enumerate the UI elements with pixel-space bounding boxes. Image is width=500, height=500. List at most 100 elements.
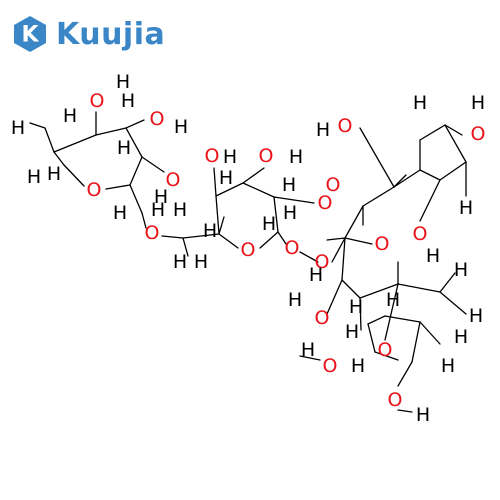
bond-line [359, 283, 399, 299]
bond-line [218, 216, 225, 235]
bond-line [182, 237, 189, 257]
bond-line [393, 174, 407, 188]
hydrogen-atom-label: H [63, 105, 77, 127]
hydrogen-atom-label: H [441, 355, 455, 377]
hydrogen-atom-label: H [219, 167, 233, 189]
oxygen-atom-label: O [150, 108, 165, 130]
bond-line [359, 127, 395, 188]
oxygen-atom-label: O [285, 237, 300, 259]
hydrogen-atom-label: H [282, 174, 296, 196]
hydrogen-atom-label: H [288, 289, 302, 311]
bond-layer [29, 111, 467, 413]
bond-line [359, 297, 362, 331]
hydrogen-atom-label: H [301, 339, 315, 361]
bond-line [215, 182, 244, 197]
brand-logo: K Kuujia [10, 12, 165, 56]
bond-line [273, 196, 279, 233]
hydrogen-atom-label: H [416, 404, 430, 426]
bond-line [367, 323, 376, 353]
bond-line [411, 321, 421, 363]
hydrogen-atom-label: H [426, 245, 440, 267]
hydrogen-atom-label: H [194, 251, 208, 273]
hydrogen-atom-label: H [113, 202, 127, 224]
oxygen-atom-label: O [87, 179, 102, 201]
oxygen-atom-label: O [338, 115, 353, 137]
bond-line [277, 231, 287, 245]
hydrogen-atom-label: H [262, 213, 276, 235]
hydrogen-atom-label: H [173, 199, 187, 221]
hydrogen-atom-label: H [47, 163, 61, 185]
oxygen-atom-label: O [378, 339, 393, 361]
bond-line [129, 156, 143, 186]
hydrogen-atom-label: H [117, 137, 131, 159]
oxygen-atom-label: O [315, 251, 330, 273]
hydrogen-atom-label: H [174, 116, 188, 138]
oxygen-atom-label: O [413, 223, 428, 245]
bond-line [29, 122, 46, 129]
hydrogen-atom-label: H [289, 146, 303, 168]
bond-line [326, 237, 346, 241]
bond-line [341, 237, 346, 281]
kuujia-logo-icon: K [14, 16, 46, 52]
bond-line [53, 151, 65, 166]
bond-line [63, 164, 85, 187]
oxygen-atom-label: O [145, 222, 160, 244]
bond-line [326, 279, 343, 315]
hydrogen-atom-label: H [116, 71, 130, 93]
bond-line [444, 124, 463, 136]
hydrogen-atom-label: H [349, 296, 363, 318]
bond-line [344, 237, 373, 245]
bond-line [341, 279, 361, 299]
hydrogen-atom-label: H [454, 326, 468, 348]
hydrogen-atom-label: H [283, 202, 297, 224]
oxygen-atom-label: O [205, 145, 220, 167]
oxygen-atom-label: O [315, 307, 330, 329]
oxygen-atom-label: O [241, 239, 256, 261]
oxygen-atom-label: O [326, 174, 341, 196]
bond-line [215, 195, 220, 235]
bond-line [95, 127, 127, 136]
bond-line [384, 315, 421, 323]
hydrogen-atom-label: H [154, 186, 168, 208]
bond-line [362, 186, 395, 207]
bond-line [259, 231, 279, 249]
bond-line [141, 212, 147, 229]
hydrogen-atom-label: H [469, 305, 483, 327]
oxygen-atom-label: O [388, 389, 403, 411]
hydrogen-atom-label: H [151, 199, 165, 221]
bond-line [367, 315, 386, 325]
oxygen-atom-label: O [375, 233, 390, 255]
bond-line [242, 182, 275, 198]
bond-line [273, 196, 315, 204]
bond-line [344, 205, 364, 239]
bond-line [125, 127, 143, 158]
hydrogen-atom-label: H [386, 289, 400, 311]
hydrogen-atom-label: H [173, 251, 187, 273]
oxygen-atom-label: O [166, 169, 181, 191]
oxygen-atom-label: O [90, 90, 105, 112]
bond-line [53, 134, 97, 153]
bond-line [397, 361, 413, 387]
hydrogen-atom-label: H [345, 321, 359, 343]
hydrogen-atom-label: H [11, 117, 25, 139]
hydrogen-atom-label: H [309, 264, 323, 286]
oxygen-atom-label: O [323, 355, 338, 377]
hydrogen-atom-label: H [223, 146, 237, 168]
hydrogen-atom-label: H [454, 259, 468, 281]
bond-line [419, 179, 441, 222]
bond-line [213, 167, 217, 197]
bond-line [242, 167, 265, 184]
bond-line [331, 237, 346, 263]
oxygen-atom-label: O [259, 145, 274, 167]
hydrogen-atom-label: H [27, 166, 41, 188]
hydrogen-atom-label: H [351, 355, 365, 377]
bond-line [439, 272, 456, 293]
bond-line [419, 124, 446, 141]
brand-name: Kuujia [56, 16, 166, 52]
bond-line [393, 169, 421, 188]
bond-line [44, 127, 55, 153]
hydrogen-atom-label: H [203, 220, 217, 242]
bond-line [129, 184, 143, 214]
